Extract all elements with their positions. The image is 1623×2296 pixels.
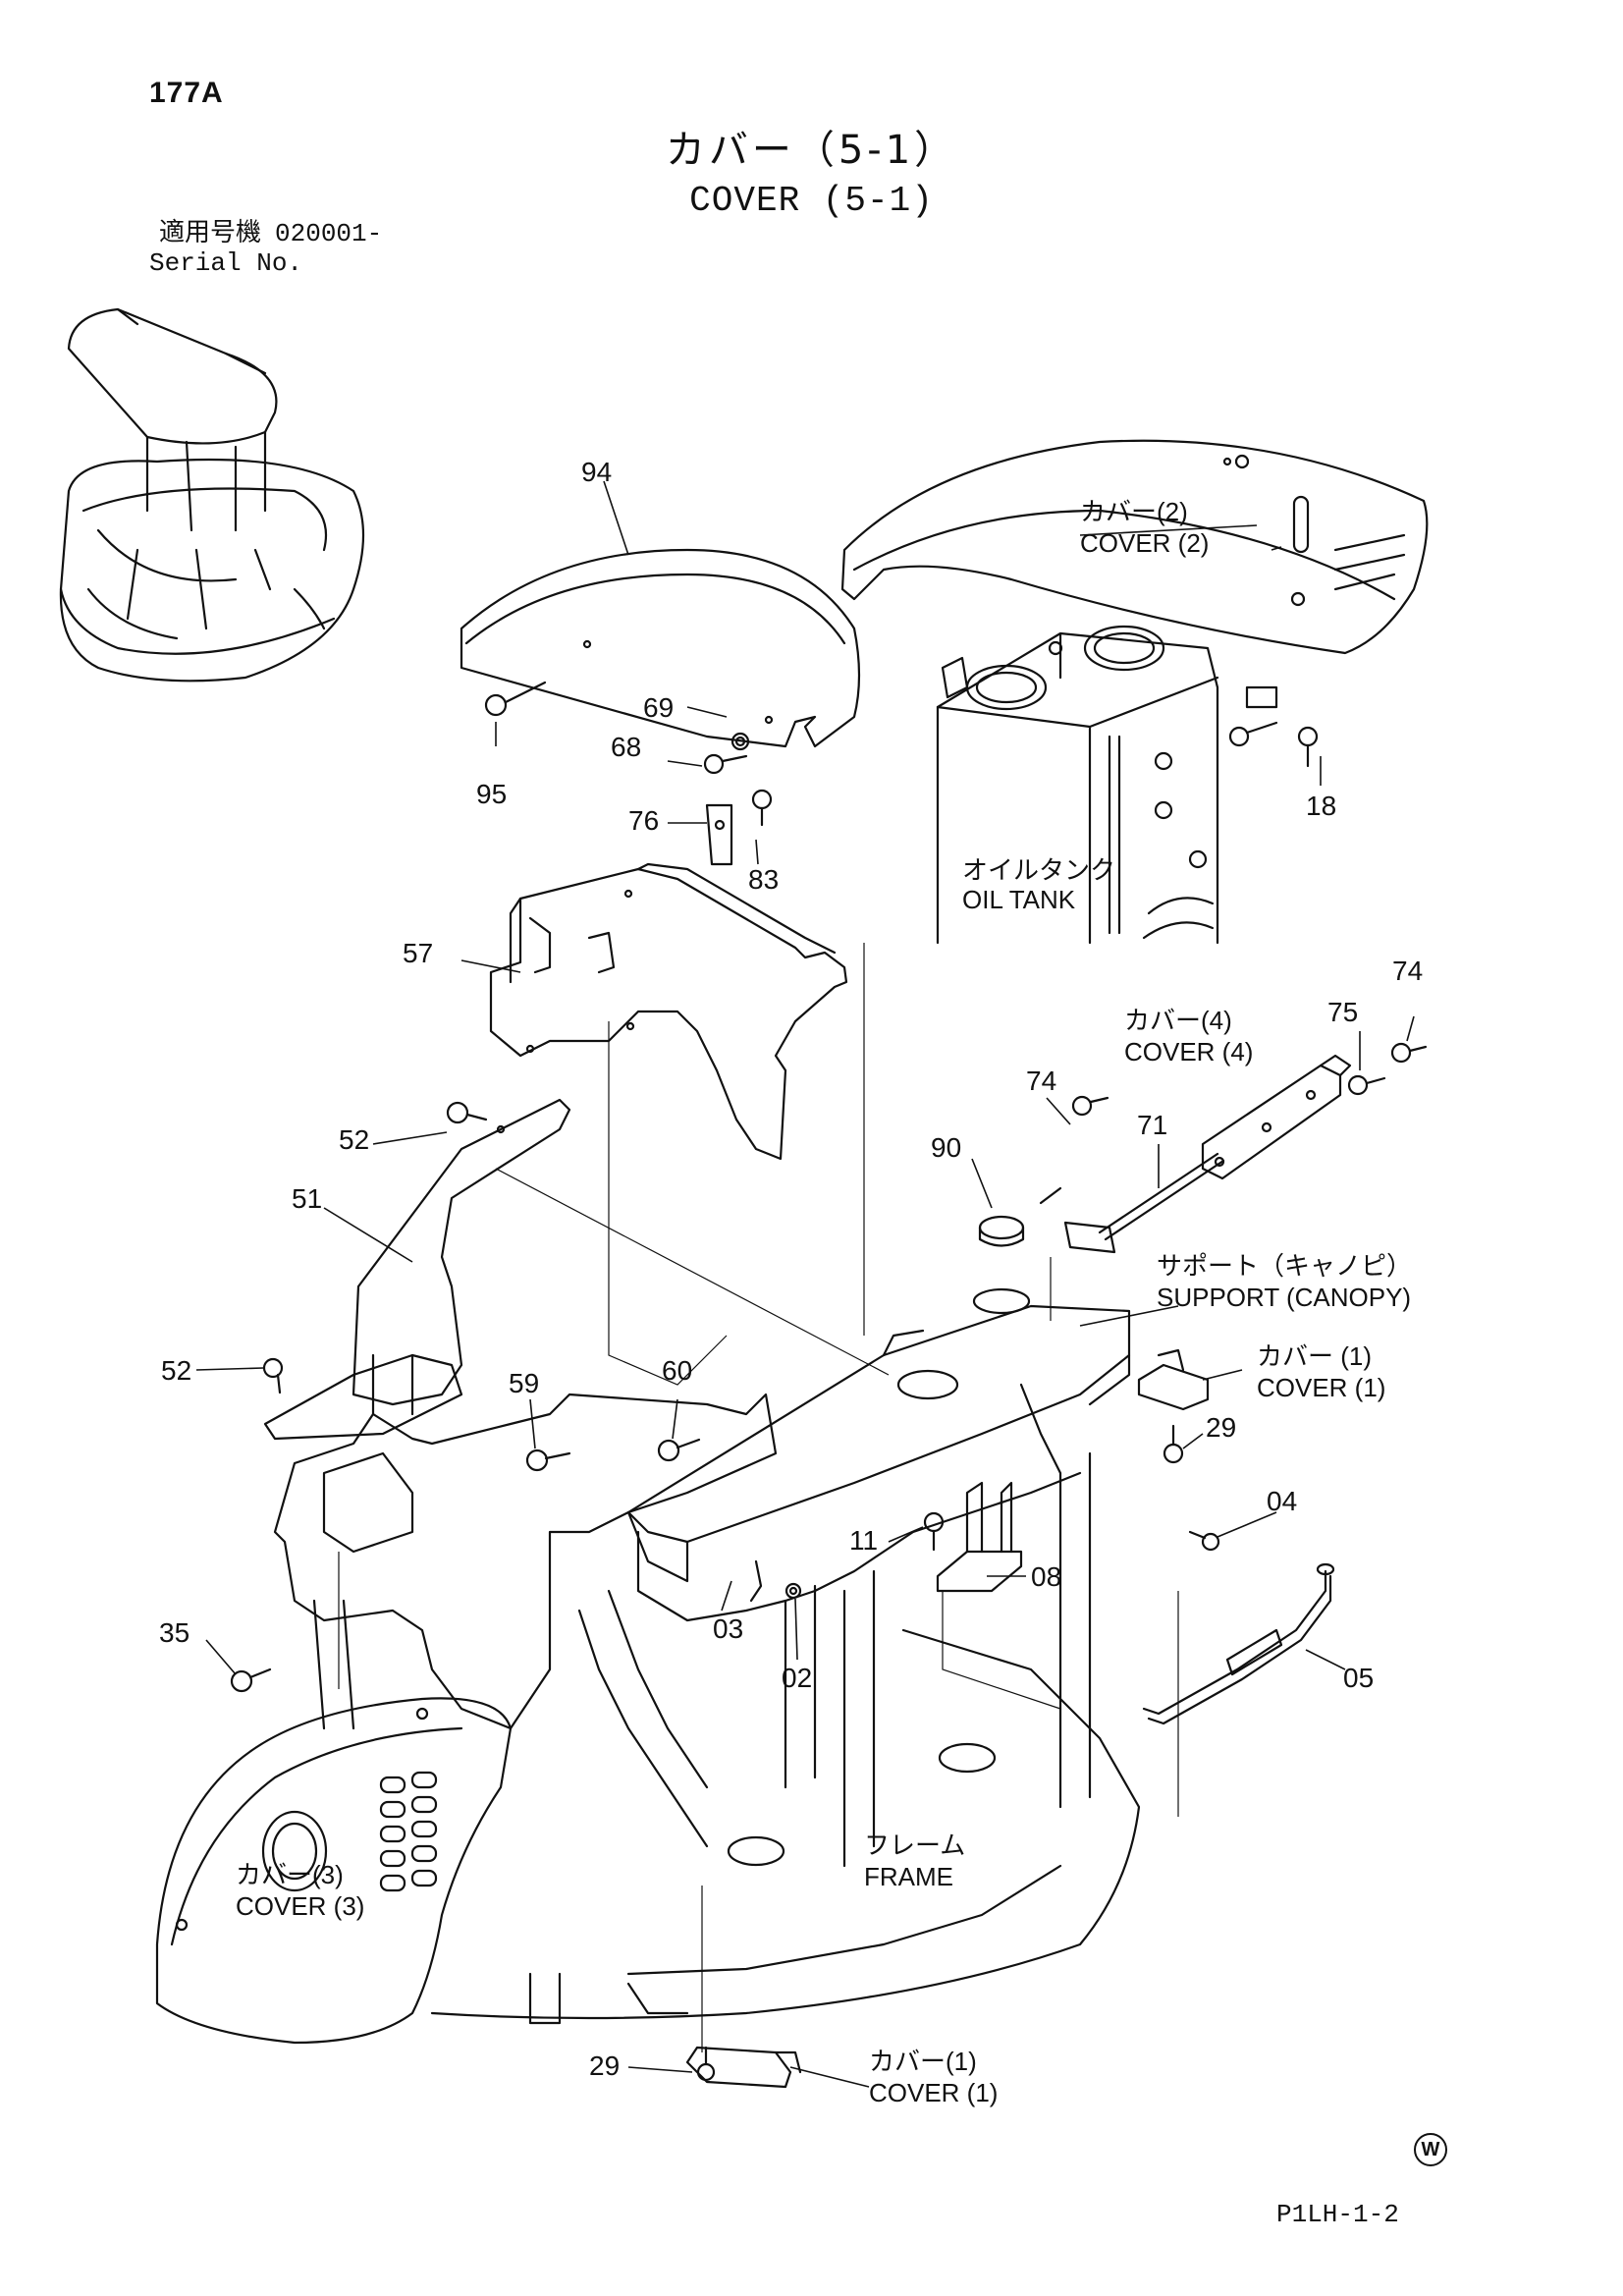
frame-part <box>273 1287 1131 1868</box>
callout-03: 03 <box>713 1613 743 1644</box>
callout-08: 08 <box>1031 1561 1061 1592</box>
machine-thumbnail <box>59 307 365 683</box>
rod-71-part <box>1039 1152 1225 1254</box>
callout-59: 59 <box>509 1368 539 1398</box>
assembly-reference-lines <box>338 943 1179 2052</box>
label-cover-4-jp: カバー(4) <box>1124 1006 1232 1035</box>
page-number: 177A <box>149 77 224 109</box>
callout-95: 95 <box>476 779 507 809</box>
callout-29-bottom: 29 <box>589 2050 620 2081</box>
label-support-canopy-jp: サポート（キャノピ） <box>1157 1251 1412 1281</box>
bracket-08-part <box>936 1481 1023 1593</box>
title-japanese: カバー（5-1） <box>665 128 958 173</box>
callout-52-top: 52 <box>339 1124 369 1155</box>
cover-3-vent-holes <box>379 1771 438 1892</box>
oil-tank-part <box>936 625 1219 945</box>
cover-4-part <box>1201 1054 1352 1180</box>
callout-51: 51 <box>292 1183 322 1214</box>
callout-83: 83 <box>748 864 779 895</box>
label-oil-tank-jp: オイルタンク <box>962 855 1115 885</box>
callout-90: 90 <box>931 1132 961 1163</box>
label-cover-2-en: COVER (2) <box>1080 528 1209 558</box>
callout-57: 57 <box>403 938 433 968</box>
cover-1-right-part <box>1137 1348 1210 1411</box>
label-cover-1-bottom-en: COVER (1) <box>869 2078 998 2107</box>
callout-71: 71 <box>1137 1110 1167 1140</box>
label-frame-jp: フレーム <box>864 1831 965 1860</box>
cover-1-bottom-part <box>685 2046 802 2089</box>
callout-18: 18 <box>1306 791 1336 821</box>
label-cover-1-jp: カバー (1) <box>1257 1341 1372 1371</box>
cover-3-part <box>155 1697 513 2045</box>
title-english: COVER (5-1) <box>689 181 934 221</box>
panel-94-part <box>460 548 861 748</box>
label-support-canopy-en: SUPPORT (CANOPY) <box>1157 1283 1411 1312</box>
label-cover-1-en: COVER (1) <box>1257 1373 1385 1402</box>
leader-lines <box>195 480 1415 2088</box>
callout-76: 76 <box>628 805 659 836</box>
callout-94: 94 <box>581 457 612 487</box>
w-mark-icon: W <box>1414 2133 1447 2166</box>
callout-04: 04 <box>1267 1486 1297 1516</box>
cover-2-part <box>840 439 1429 655</box>
label-cover-1-bottom-jp: カバー(1) <box>869 2047 977 2076</box>
callout-75: 75 <box>1327 997 1358 1027</box>
callout-02: 02 <box>782 1663 812 1693</box>
callout-29-right: 29 <box>1206 1412 1236 1443</box>
serial-label-en: Serial No. <box>149 248 303 278</box>
callout-60: 60 <box>662 1355 692 1386</box>
drawing-reference-code: P1LH-1-2 <box>1276 2200 1399 2229</box>
fasteners <box>230 681 1428 2082</box>
title-block: カバー（5-1） COVER (5-1) <box>0 118 1623 221</box>
callout-74-top: 74 <box>1392 956 1423 986</box>
label-cover-3-en: COVER (3) <box>236 1891 364 1921</box>
callout-52-left: 52 <box>161 1355 191 1386</box>
serial-block: 適用号機 020001- Serial No. <box>149 218 382 278</box>
cover-51-part <box>263 1098 571 1441</box>
callout-69: 69 <box>643 692 674 723</box>
rod-05-part <box>1142 1562 1335 1725</box>
callout-11: 11 <box>849 1525 878 1556</box>
label-cover-3-jp: カバー(3) <box>236 1860 344 1889</box>
serial-value: 020001- <box>275 219 383 248</box>
callout-05: 05 <box>1343 1663 1374 1693</box>
part-labels: カバー(2) COVER (2) オイルタンク OIL TANK カバー(4) … <box>236 497 1412 2107</box>
label-cover-2-jp: カバー(2) <box>1080 497 1188 526</box>
callout-68: 68 <box>611 732 641 762</box>
label-oil-tank-en: OIL TANK <box>962 885 1076 914</box>
serial-label-jp: 適用号機 <box>159 218 262 247</box>
label-cover-4-en: COVER (4) <box>1124 1037 1253 1066</box>
callout-numbers: 94 95 69 68 76 83 57 18 74 75 74 71 90 5… <box>159 457 1423 2081</box>
label-frame-en: FRAME <box>864 1862 953 1891</box>
plug-90-part <box>978 1215 1025 1247</box>
panel-57-part <box>489 862 848 1161</box>
callout-74: 74 <box>1026 1066 1056 1096</box>
frame-base-plate <box>430 1628 1141 2025</box>
callout-35: 35 <box>159 1617 189 1648</box>
